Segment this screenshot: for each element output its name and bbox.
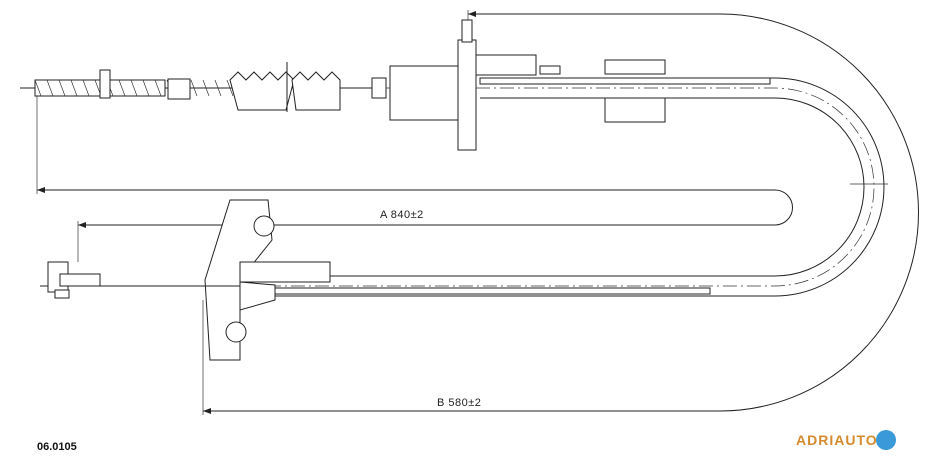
brand-name: ADRIAUTO (796, 432, 878, 448)
adjuster-fitting (389, 19, 666, 151)
overall-dimension-line (202, 10, 919, 415)
dimension-b-label: B 580±2 (435, 397, 484, 409)
brand-logo: ADRIAUTO (796, 430, 896, 450)
brand-logo-icon (875, 430, 896, 450)
part-number: 06.0105 (37, 441, 77, 453)
clevis-end (40, 261, 240, 299)
mounting-bracket (204, 199, 331, 361)
dimension-a-label: A 840±2 (378, 209, 426, 221)
cable-sheath (269, 77, 888, 297)
dimension-a-line (36, 90, 793, 262)
rubber-bellows (229, 62, 387, 112)
